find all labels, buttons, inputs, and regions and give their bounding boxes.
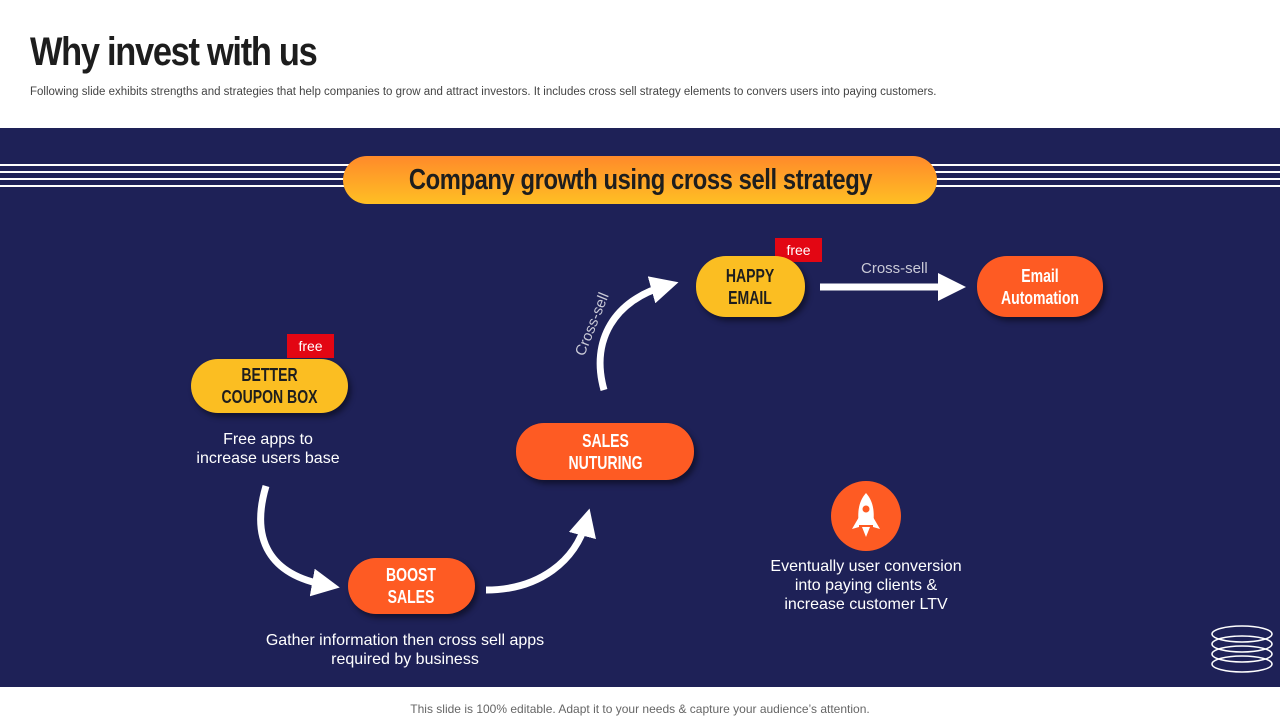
free-tag-happy: free [775, 238, 822, 262]
banner-text: Company growth using cross sell strategy [408, 163, 872, 196]
decorative-stripes-left [0, 164, 380, 194]
coil-decoration-icon [1211, 625, 1273, 673]
node-sales-nuturing-label: SALES NUTURING [567, 430, 643, 473]
arrow-sales-to-happy [596, 276, 679, 391]
node-email-automation-label: Email Automation [1000, 265, 1079, 308]
caption-outcome: Eventually user conversion into paying c… [770, 558, 962, 613]
page-subtitle: Following slide exhibits strengths and s… [30, 86, 937, 98]
page-title: Why invest with us [30, 30, 318, 74]
node-happy-email-label: HAPPY EMAIL [726, 265, 775, 308]
caption-coupon: Free apps to increase users base [196, 431, 340, 467]
free-tag-coupon: free [287, 334, 334, 358]
arrow-boost-to-sales [485, 508, 596, 594]
node-sales-nuturing: SALES NUTURING [516, 423, 694, 480]
caption-boost: Gather information then cross sell apps … [265, 632, 545, 668]
node-better-coupon-box: BETTER COUPON BOX [191, 359, 348, 413]
footer-note: This slide is 100% editable. Adapt it to… [410, 702, 870, 716]
rocket-icon [831, 481, 901, 551]
node-email-automation: Email Automation [977, 256, 1103, 317]
arrow-coupon-to-boost [257, 485, 340, 597]
cross-sell-label-straight: Cross-sell [861, 260, 928, 277]
node-boost-sales-label: BOOST SALES [386, 565, 437, 607]
node-better-coupon-box-label: BETTER COUPON BOX [221, 365, 318, 407]
section-banner: Company growth using cross sell strategy [343, 156, 937, 204]
decorative-stripes-right [900, 164, 1280, 194]
node-boost-sales: BOOST SALES [348, 558, 475, 614]
node-happy-email: HAPPY EMAIL [696, 256, 805, 317]
